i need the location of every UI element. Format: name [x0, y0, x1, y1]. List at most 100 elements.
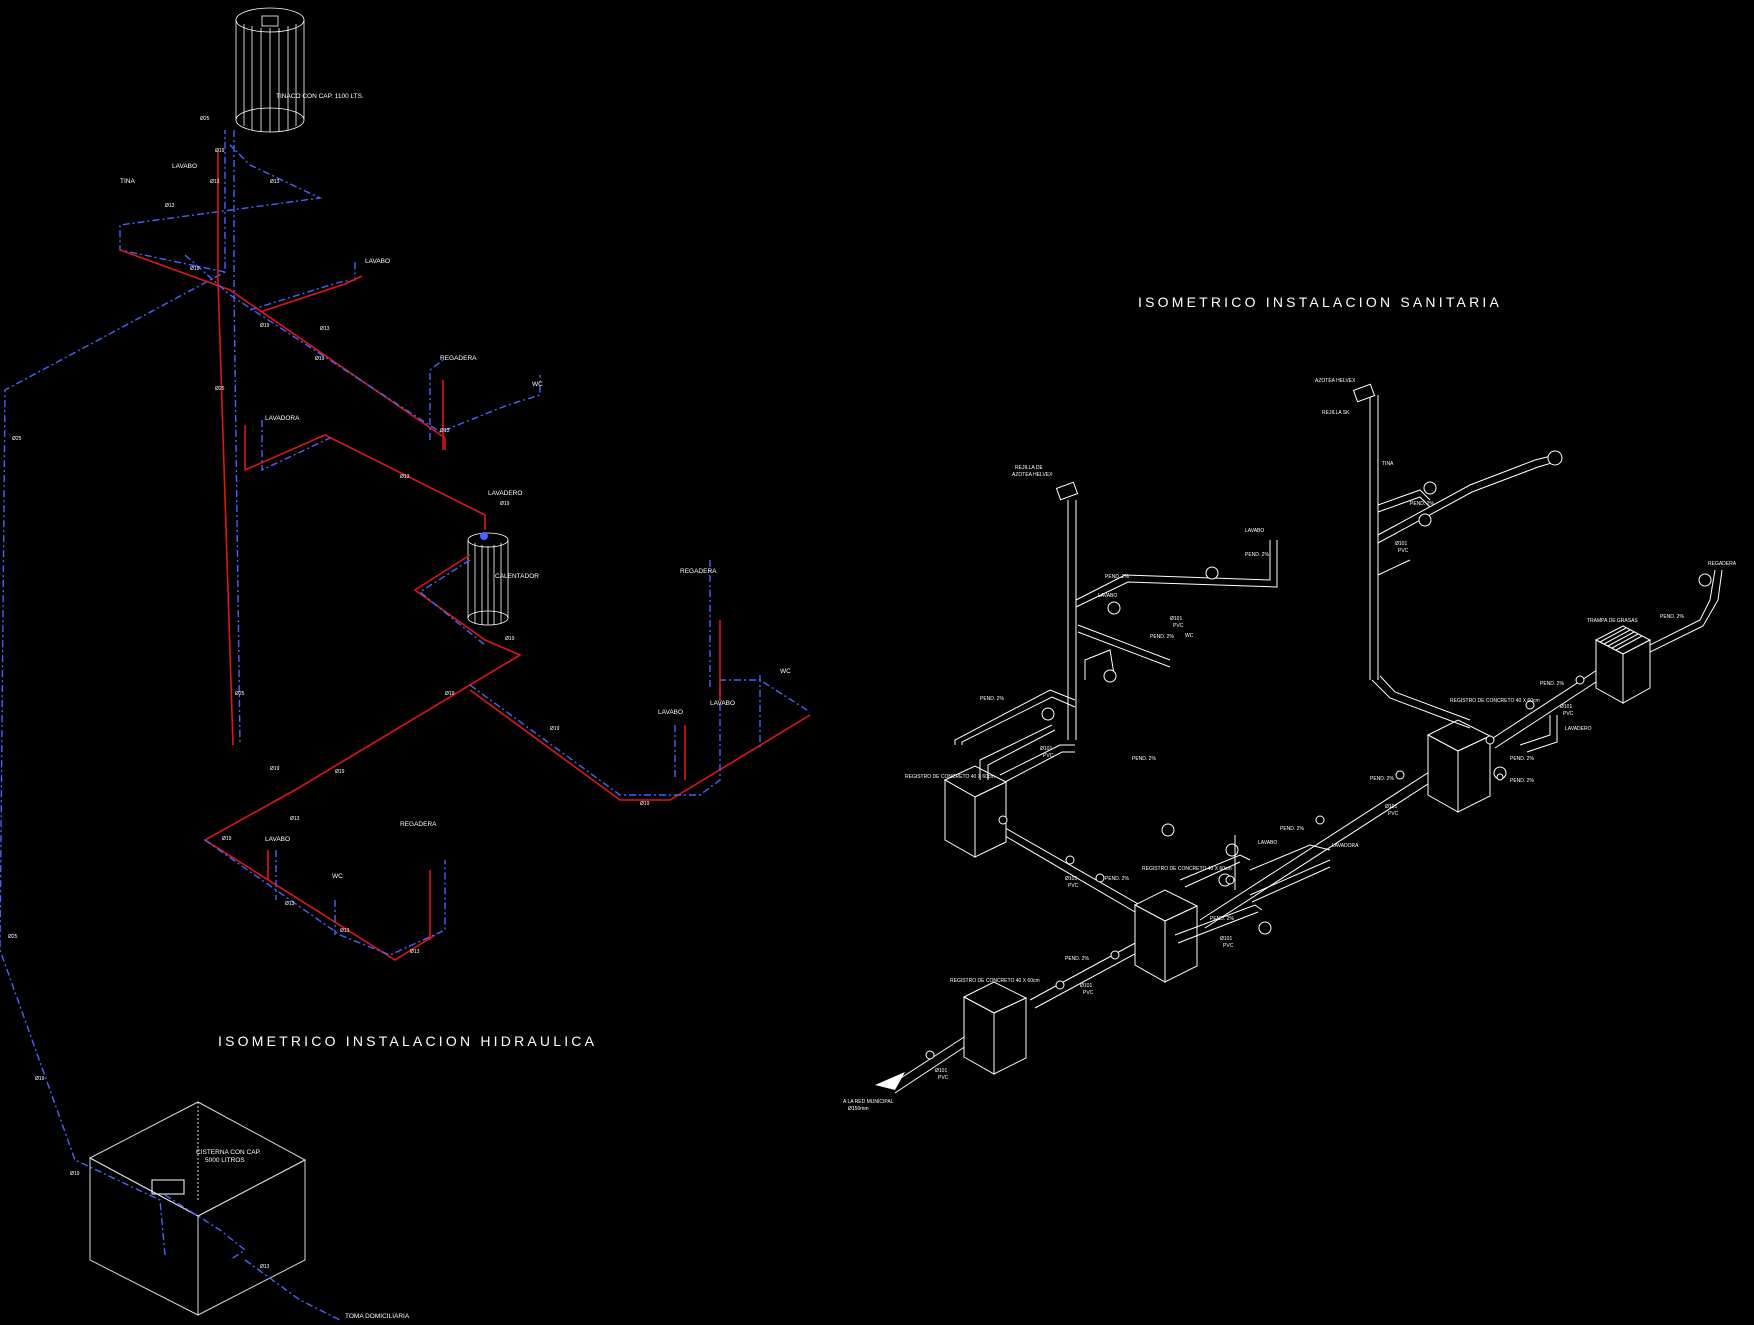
diameter-tag: Ø19 — [260, 323, 270, 329]
toma-label: TOMA DOMICILIARIA — [345, 1313, 410, 1320]
slope-label: PEND. 2% — [1510, 778, 1534, 784]
supply-branch-blue — [119, 144, 323, 273]
calentador-heater — [467, 532, 509, 626]
pipe-material: PVC — [1388, 811, 1399, 817]
lower-right-blue — [469, 679, 811, 796]
registro-box-4 — [962, 981, 1028, 1075]
diameter-tag: Ø19 — [640, 801, 650, 807]
diameter-tag: Ø19 — [505, 636, 515, 642]
fixture-lavadero: LAVADERO — [488, 490, 522, 497]
san-wc: WC — [1185, 633, 1194, 639]
fixture-regadera-2: REGADERA — [680, 568, 717, 575]
diameter-tag: Ø25 — [235, 691, 245, 697]
fixture-wc-1: WC — [532, 381, 543, 388]
fixture-calentador: CALENTADOR — [495, 573, 539, 580]
registro-1-label: REGISTRO DE CONCRETO 40 X 60cm — [905, 774, 995, 780]
pipe-diameter: Ø101 — [1170, 616, 1182, 622]
salida-b-label: Ø150mm — [848, 1106, 869, 1112]
san-lavadero: LAVADERO — [1565, 726, 1592, 732]
diameter-tag: Ø13 — [290, 816, 300, 822]
cistern-capacity: 5000 LITROS — [205, 1157, 245, 1164]
diameter-tag: Ø25 — [12, 436, 22, 442]
slope-label: PEND. 2% — [1370, 776, 1394, 782]
pipe-material: PVC — [938, 1075, 949, 1081]
diameter-tag: Ø13 — [260, 1264, 270, 1270]
diameter-tag: Ø13 — [285, 901, 295, 907]
cisterna-box — [88, 1101, 307, 1316]
diameter-tag: Ø25 — [200, 116, 210, 122]
lower-right-red — [469, 689, 811, 801]
diameter-tag: Ø19 — [222, 836, 232, 842]
slope-label: PEND. 2% — [1660, 614, 1684, 620]
hydraulic-title: ISOMETRICO INSTALACION HIDRAULICA — [218, 1033, 597, 1049]
pipe-material: PVC — [1223, 943, 1234, 949]
fixture-lavabo-5: LAVABO — [265, 836, 290, 843]
branch-upper-blue — [184, 254, 541, 433]
diameter-tag: Ø19 — [335, 769, 345, 775]
san-lavabo-2: LAVABO — [1098, 593, 1117, 599]
diameter-tag: Ø13 — [210, 179, 220, 185]
branch-lavabo-red — [259, 275, 363, 313]
heater-loop-blue — [418, 559, 486, 646]
downfeed-red — [217, 150, 234, 746]
tank-label: TINACO CON CAP. 1100 LTS. — [276, 93, 364, 100]
pipe-diameter: Ø101 — [1395, 541, 1407, 547]
pipe-diameter: Ø101 — [1080, 983, 1092, 989]
registro-4-label: REGISTRO DE CONCRETO 40 X 60cm — [950, 978, 1040, 984]
registro-box-2 — [1133, 889, 1199, 983]
pipe-material: PVC — [1068, 883, 1079, 889]
registro-box-3 — [1426, 719, 1492, 813]
diameter-tag: Ø19 — [500, 501, 510, 507]
fixture-regadera-1: REGADERA — [440, 355, 477, 362]
pipe-diameter: Ø101 — [1220, 936, 1232, 942]
slope-label: PEND. 2% — [1510, 756, 1534, 762]
pipe-material: PVC — [1173, 623, 1184, 629]
diameter-tag: Ø13 — [320, 326, 330, 332]
slope-label: PEND. 2% — [1105, 876, 1129, 882]
coladera-2-label: AZOTEA HELVEX — [1315, 378, 1356, 384]
fixture-lavabo-2: LAVABO — [365, 258, 390, 265]
diameter-tag: Ø19 — [215, 148, 225, 154]
slope-label: PEND. 2% — [1540, 681, 1564, 687]
left-stack — [954, 481, 1278, 783]
san-lavabo-3: LAVABO — [1258, 840, 1277, 846]
slope-label: PEND. 2% — [1410, 501, 1434, 507]
fixture-lavadora: LAVADORA — [265, 415, 300, 422]
slope-label: PEND. 2% — [980, 696, 1004, 702]
pipe-material: PVC — [1083, 990, 1094, 996]
fixture-tina: TINA — [120, 178, 135, 185]
slope-label: PEND. 2% — [1065, 956, 1089, 962]
lower-bath-blue — [204, 839, 446, 956]
cistern-name: CISTERNA CON CAP. — [196, 1149, 261, 1156]
diameter-tag: Ø13 — [400, 474, 410, 480]
pipe-diameter: Ø101 — [1560, 704, 1572, 710]
san-regadera: REGADERA — [1708, 561, 1737, 567]
center-fixtures — [1161, 823, 1331, 944]
diameter-tag: Ø25 — [215, 386, 225, 392]
branch-lavabo-blue — [249, 262, 356, 311]
salida-label: A LA RED MUNICIPAL — [843, 1099, 894, 1105]
downfeed-blue — [233, 130, 241, 746]
fixture-wc-3: WC — [332, 873, 343, 880]
heater-loop-red — [203, 554, 522, 961]
san-lavabo-1: LAVABO — [1245, 528, 1264, 534]
diameter-tag: Ø25 — [8, 934, 18, 940]
slope-label: PEND. 2% — [1105, 574, 1129, 580]
collector-fittings — [925, 675, 1585, 1060]
diameter-tag: Ø19 — [70, 1171, 80, 1177]
branch-upper-red — [119, 249, 446, 450]
diameter-tag: Ø13 — [165, 203, 175, 209]
slope-label: PEND. 2% — [1245, 552, 1269, 558]
pipe-diameter: Ø101 — [1385, 804, 1397, 810]
diameter-tag: Ø19 — [550, 726, 560, 732]
registro-2-label: REGISTRO DE CONCRETO 40 X 60cm — [1142, 866, 1232, 872]
pipe-diameter: Ø101 — [1040, 746, 1052, 752]
fixture-regadera-3: REGADERA — [400, 821, 437, 828]
diameter-tag: Ø19 — [270, 766, 280, 772]
diameter-tag: Ø19 — [315, 356, 325, 362]
registro-3-label: REGISTRO DE CONCRETO 40 X 60cm — [1450, 698, 1540, 704]
diameter-tag: Ø13 — [410, 949, 420, 955]
regadera-branch — [1649, 569, 1723, 653]
diameter-tag: Ø19 — [445, 691, 455, 697]
